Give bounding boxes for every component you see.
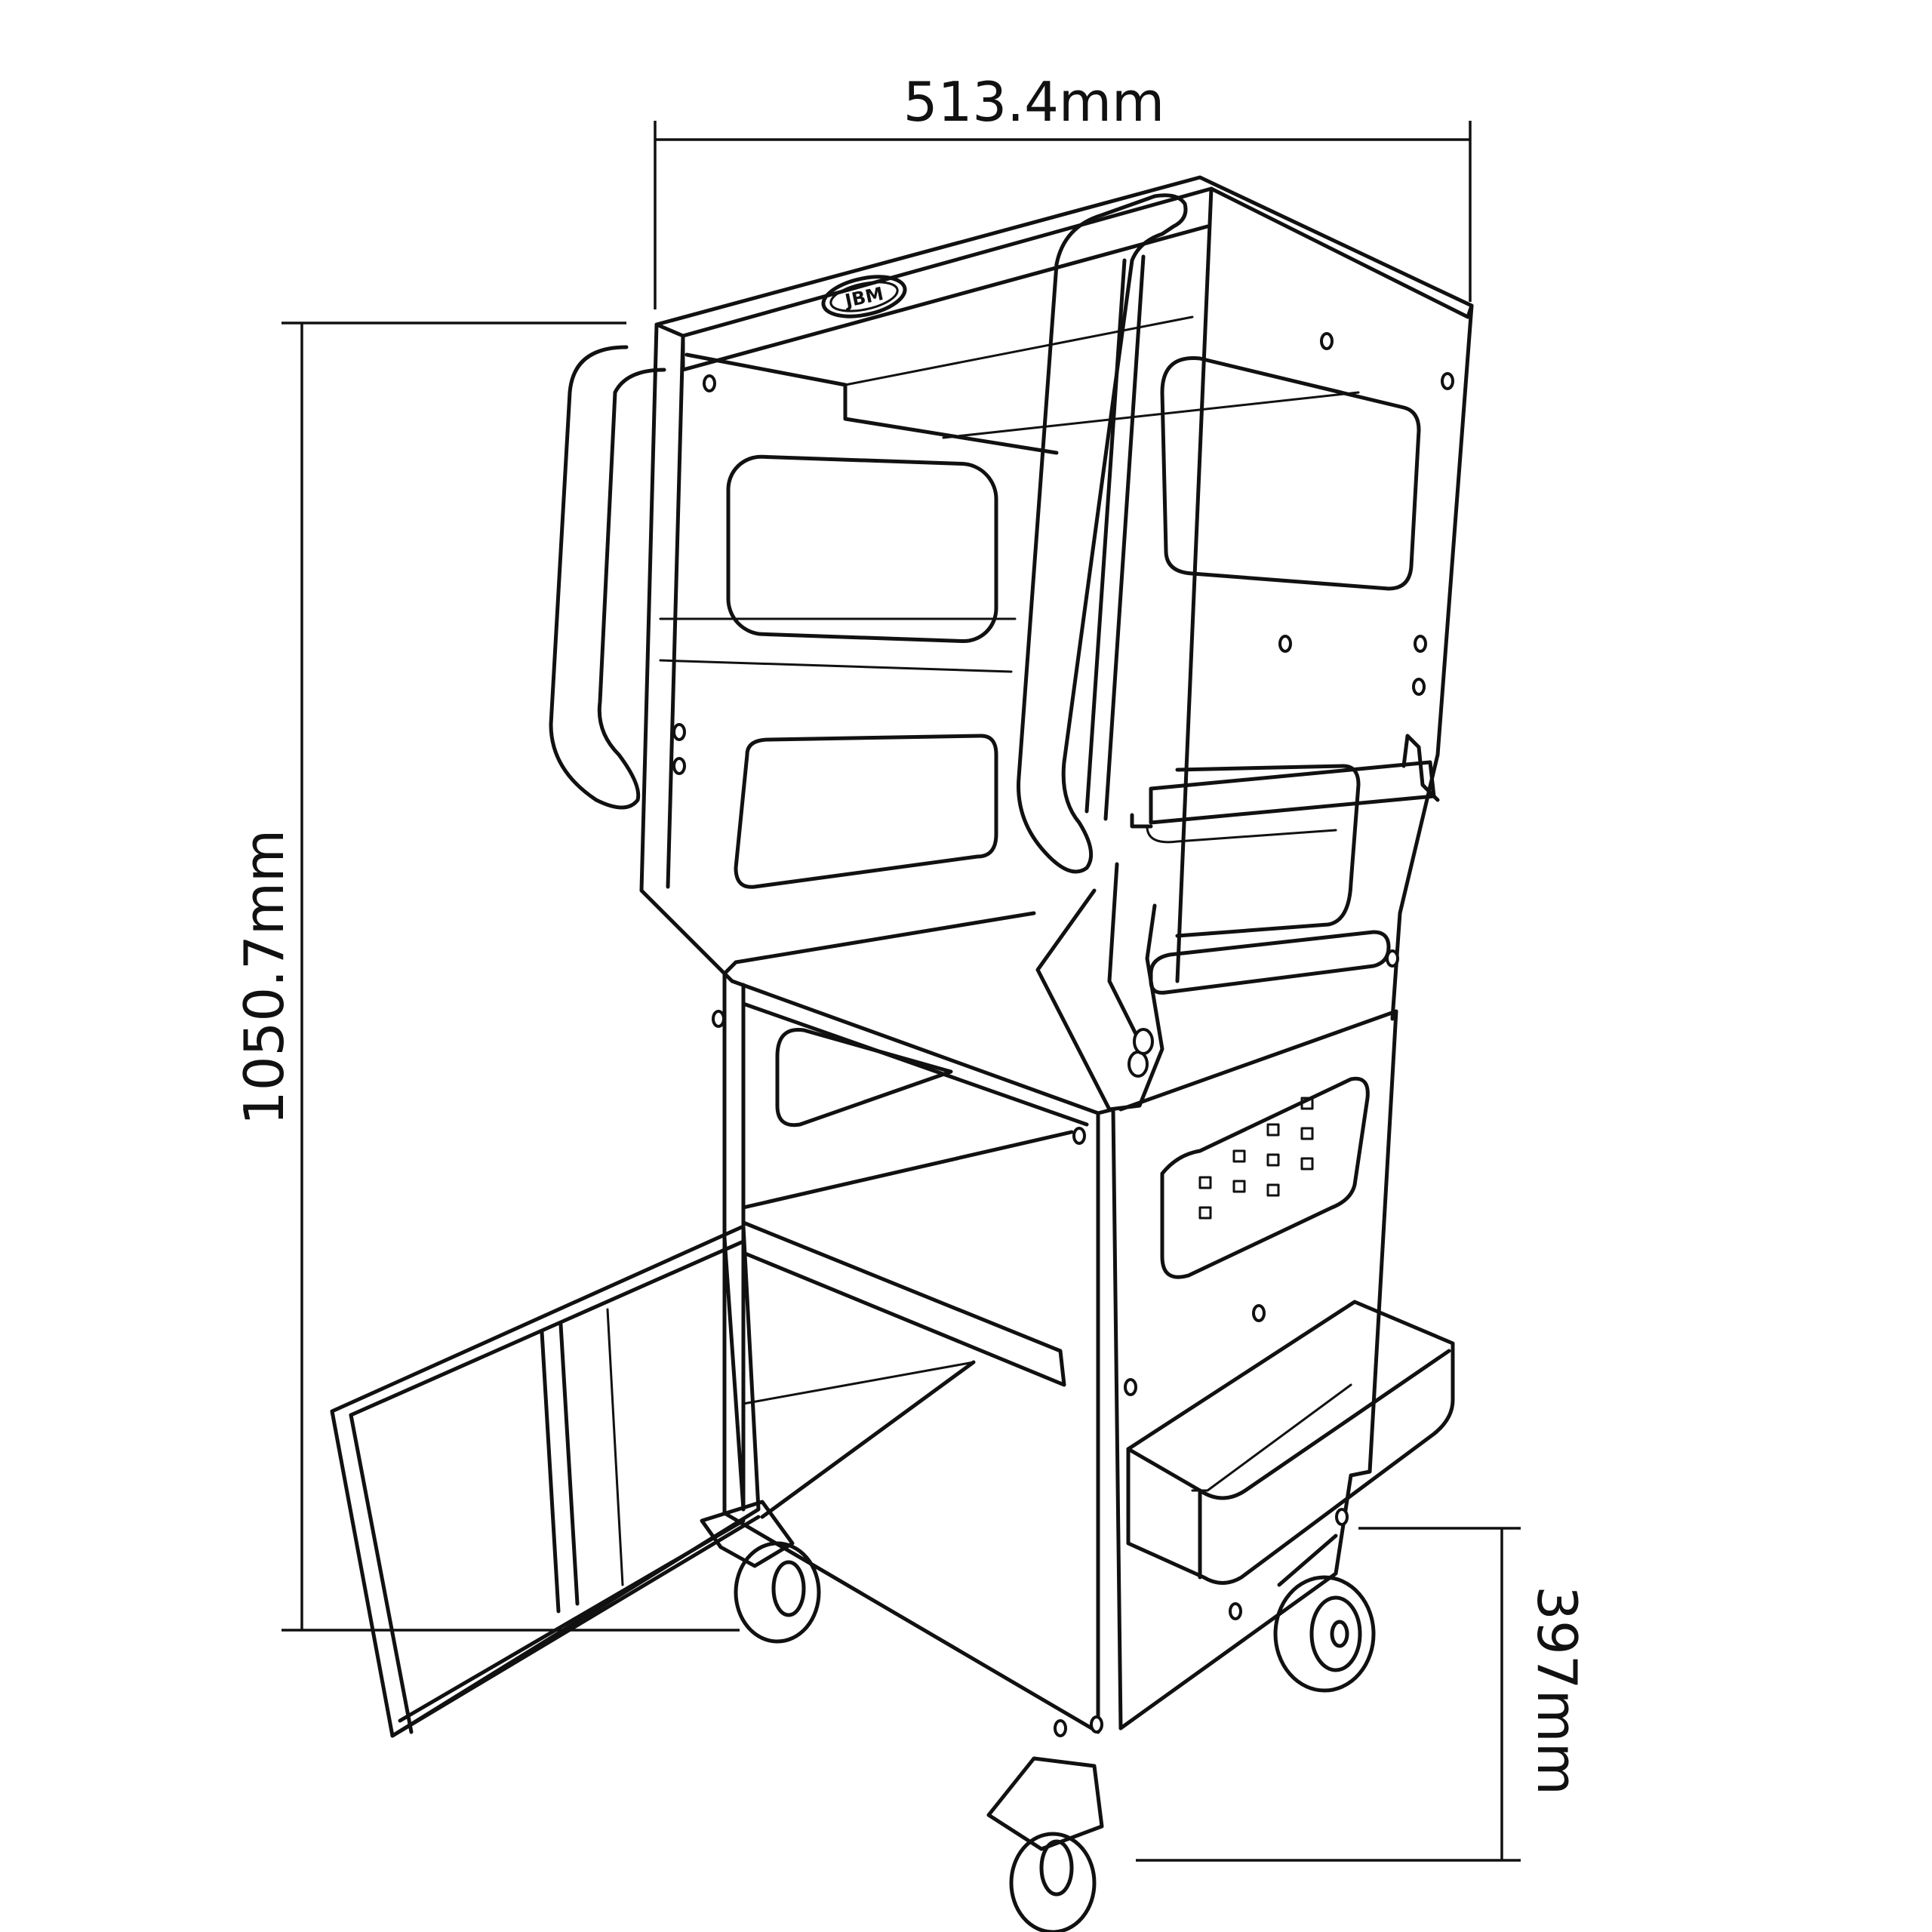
- base-height-dimension: 397mm: [1136, 1527, 1589, 1862]
- width-label: 513.4mm: [903, 70, 1164, 134]
- upper-frame: [549, 175, 1474, 1112]
- front-left-caster: [700, 1500, 821, 1644]
- height-dimension: 1050.7mm: [232, 321, 740, 1632]
- pegboard: [1198, 1097, 1314, 1220]
- jbm-logo: JBM: [821, 275, 907, 318]
- side-tray: [1126, 1300, 1455, 1585]
- rear-wheel: [1273, 1534, 1376, 1693]
- rivets: [672, 332, 1454, 1737]
- height-label: 1050.7mm: [232, 829, 296, 1125]
- cabinet-body: [722, 971, 1398, 1734]
- base-height-label: 397mm: [1525, 1586, 1589, 1795]
- front-right-caster: [986, 1756, 1104, 1932]
- upper-left-window: [726, 454, 998, 644]
- width-dimension: 513.4mm: [654, 70, 1472, 309]
- cabinet-door: [330, 1224, 761, 1738]
